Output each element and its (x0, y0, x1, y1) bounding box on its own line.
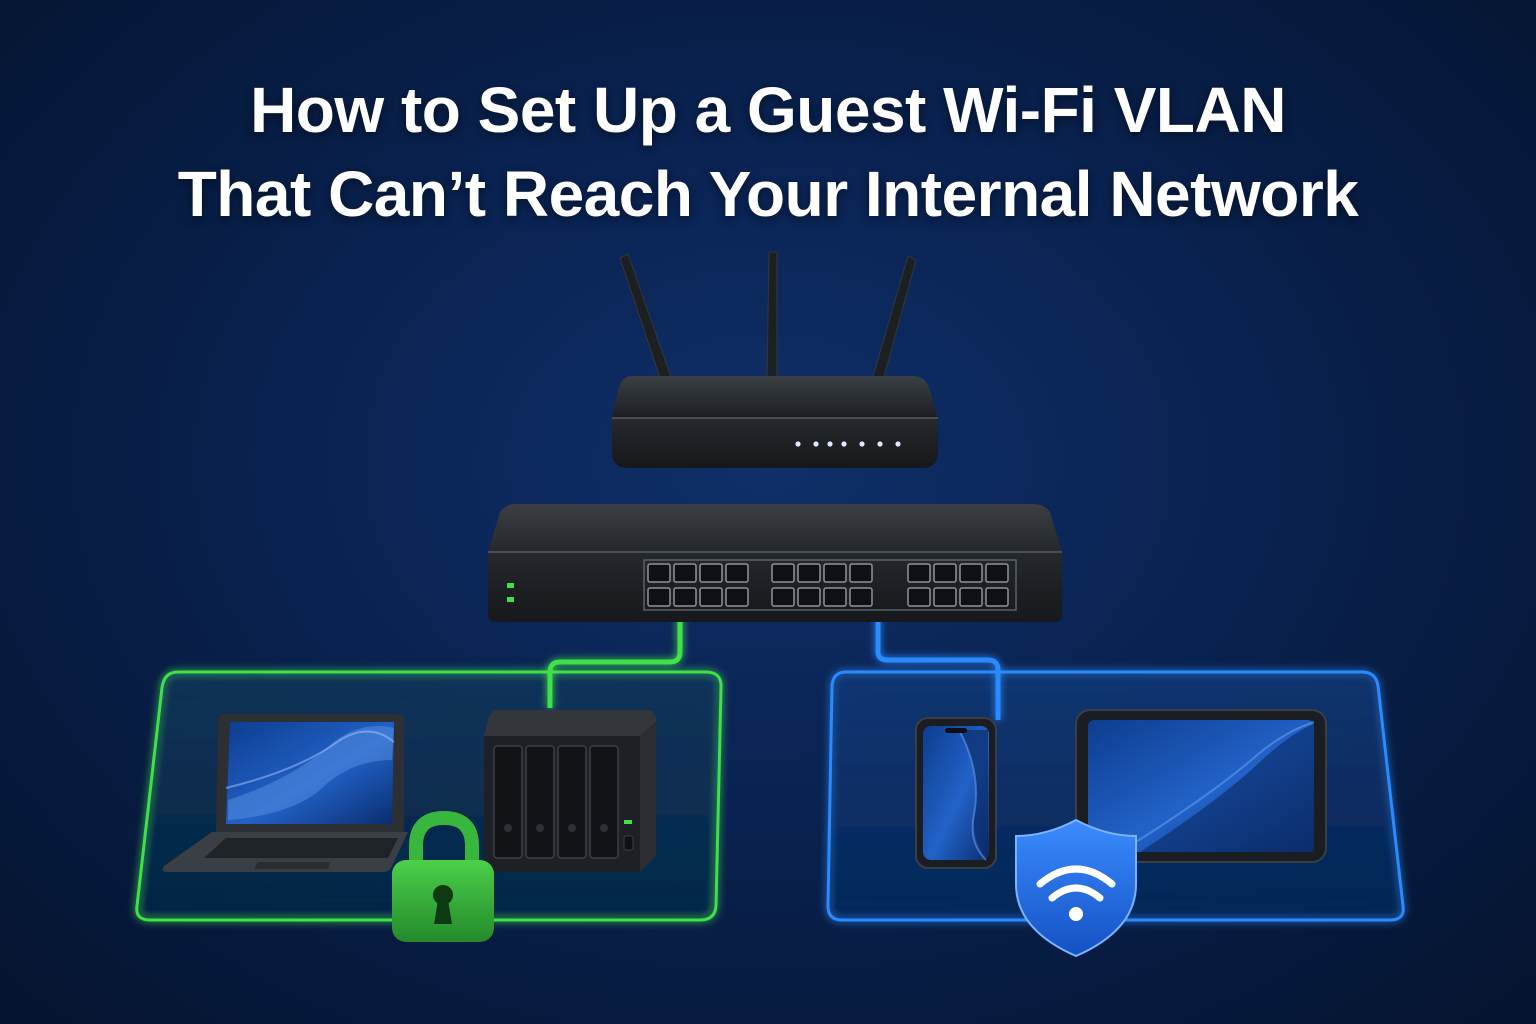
switch-port (959, 587, 983, 607)
switch-port (985, 587, 1009, 607)
switch-port (725, 563, 749, 583)
switch-port (985, 563, 1009, 583)
switch-port (933, 563, 957, 583)
internal-cable (547, 608, 683, 708)
switch-port (647, 563, 671, 583)
switch-port (699, 563, 723, 583)
switch-port (933, 587, 957, 607)
switch-port (673, 587, 697, 607)
smartphone-icon (915, 717, 997, 869)
padlock-icon (392, 810, 494, 942)
wifi-shield-icon (1015, 818, 1137, 958)
switch-power-led (507, 583, 514, 588)
switch-status-led (507, 597, 514, 602)
switch-ports (643, 559, 1017, 611)
router-status-leds (795, 441, 901, 447)
switch-port (647, 587, 671, 607)
laptop-icon (162, 714, 408, 872)
title-line-1: How to Set Up a Guest Wi-Fi VLAN (250, 74, 1286, 146)
guest-cable (875, 608, 1001, 720)
nas-server-icon (484, 710, 656, 872)
switch-port (907, 587, 931, 607)
page-title: How to Set Up a Guest Wi-Fi VLAN That Ca… (0, 68, 1536, 236)
router-icon (612, 251, 938, 468)
switch-port (725, 587, 749, 607)
switch-port (771, 587, 795, 607)
switch-port (823, 587, 847, 607)
tablet-icon (1075, 709, 1327, 863)
switch-port (849, 587, 873, 607)
title-line-2: That Can’t Reach Your Internal Network (177, 158, 1359, 230)
switch-port (699, 587, 723, 607)
network-switch-icon (488, 504, 1062, 622)
switch-port (823, 563, 847, 583)
switch-port (959, 563, 983, 583)
switch-port (673, 563, 697, 583)
switch-port (771, 563, 795, 583)
switch-port (849, 563, 873, 583)
switch-port (797, 587, 821, 607)
nas-drive-bays (493, 745, 619, 859)
switch-port (907, 563, 931, 583)
switch-port (797, 563, 821, 583)
switch-port-frame (643, 559, 1017, 611)
